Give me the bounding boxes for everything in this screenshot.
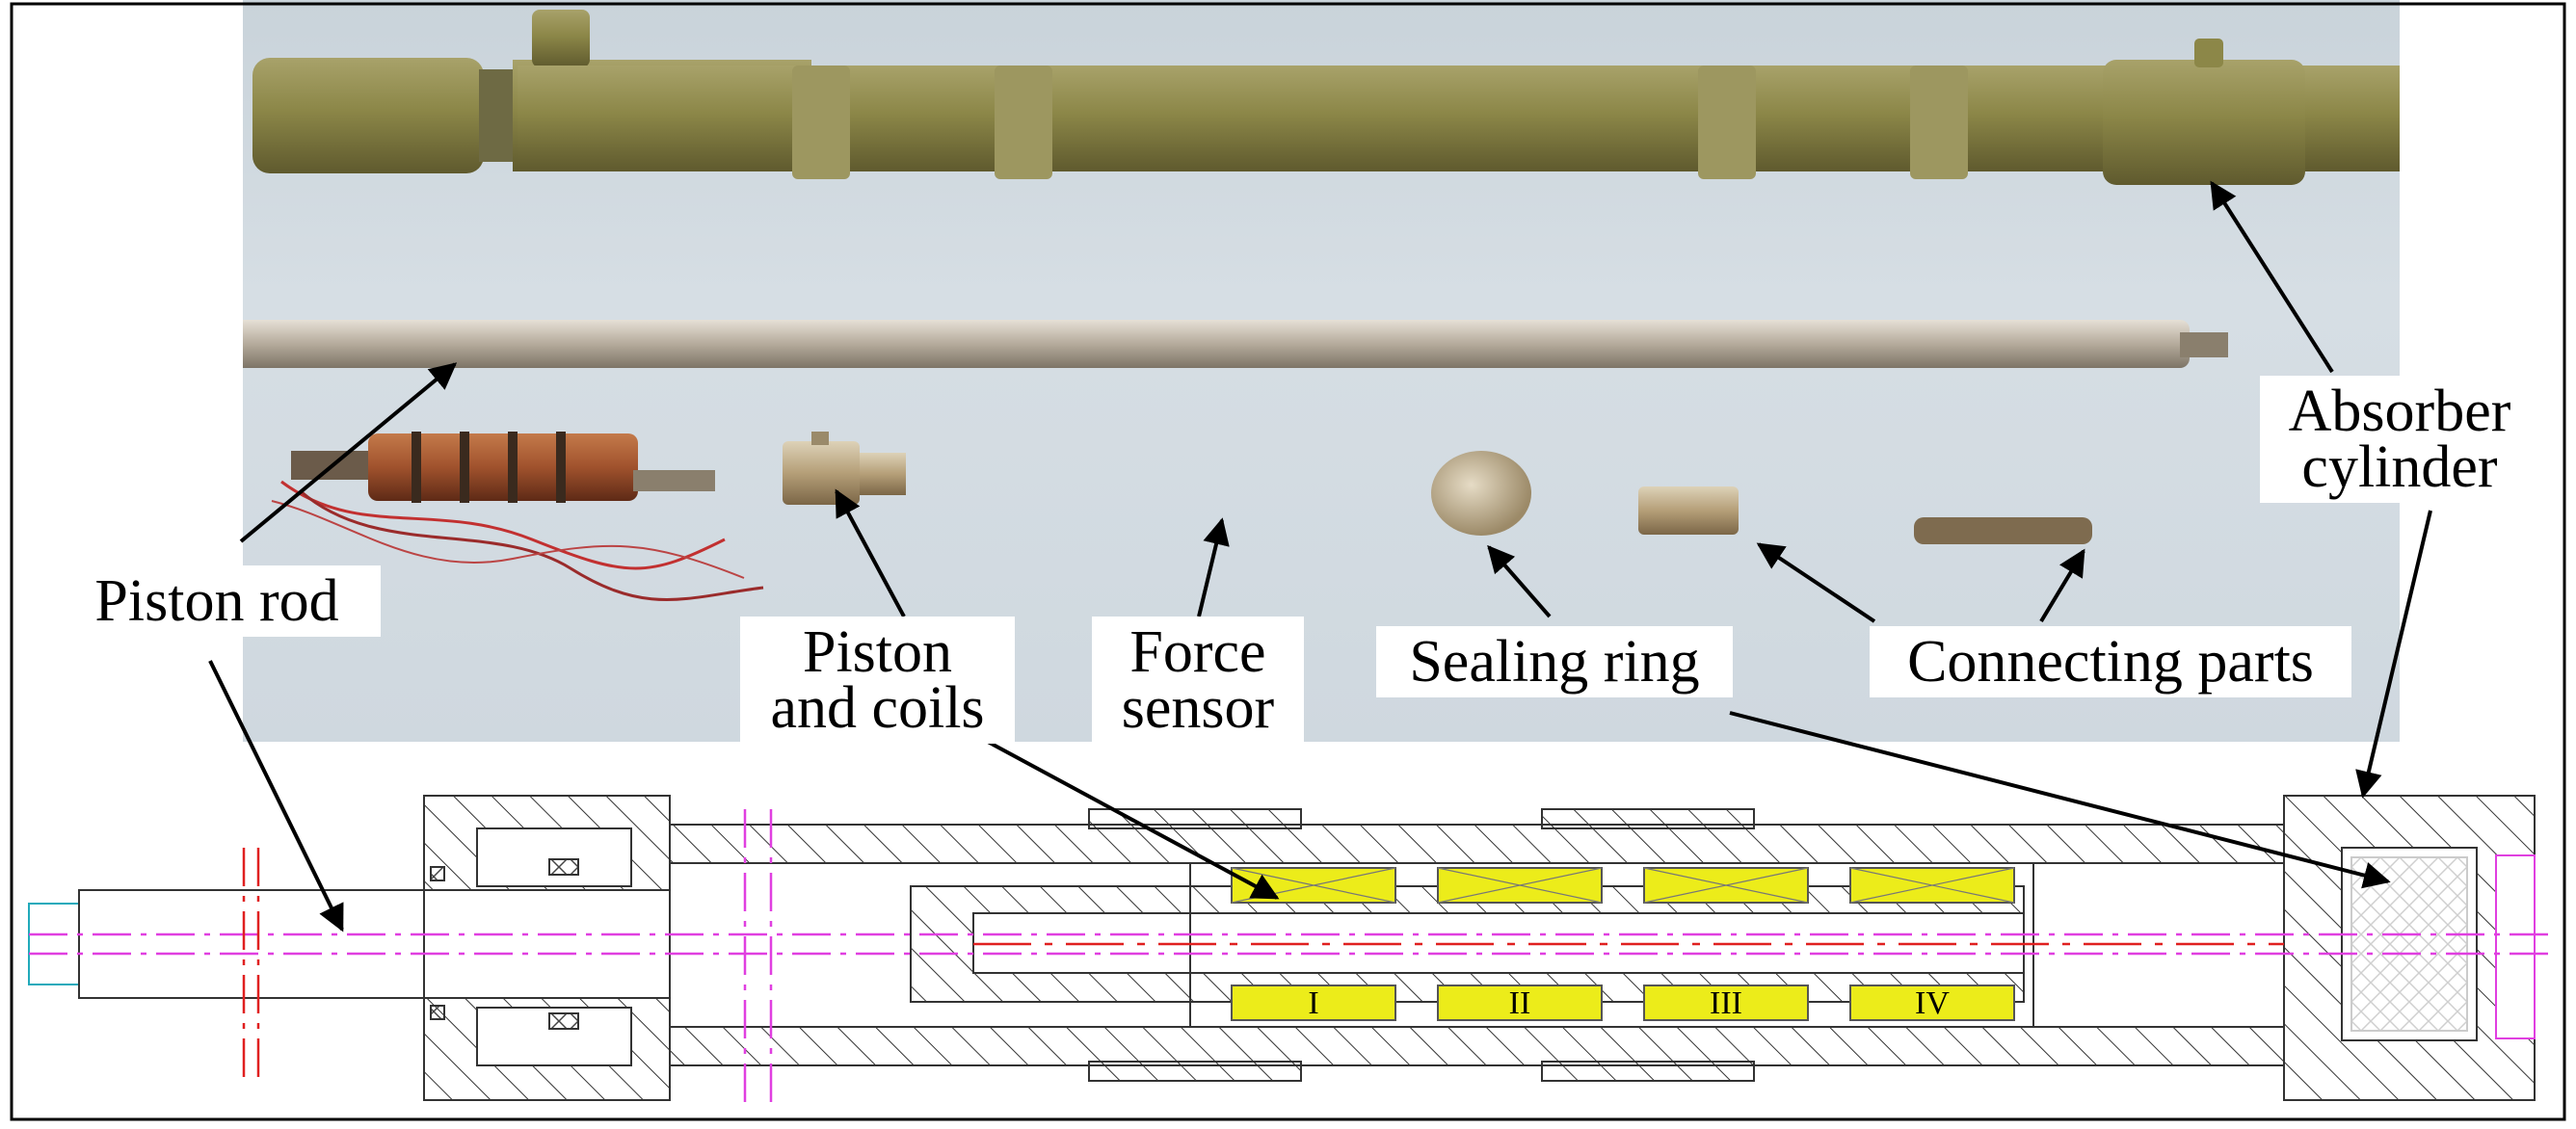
photo-panel — [243, 0, 2400, 742]
arrow-connecting-part-2 — [2039, 548, 2085, 623]
rod-thread — [2180, 332, 2228, 357]
label-piston-and-coils-line1: Piston — [802, 619, 953, 685]
piston-coils-photo — [271, 432, 764, 601]
arrow-force-sensor — [1197, 517, 1230, 617]
centerlines — [29, 809, 2554, 1108]
label-piston-and-coils: Piston and coils — [740, 617, 1015, 744]
arrow-absorber-cylinder-drawing — [2355, 510, 2432, 799]
label-sealing-ring-text: Sealing ring — [1409, 629, 1700, 695]
coil-number-2: II — [1509, 985, 1531, 1021]
label-force-sensor-line2: sensor — [1121, 675, 1275, 741]
label-absorber-cylinder: Absorber cylinder — [2260, 376, 2539, 503]
photo-drawing — [243, 10, 2400, 601]
figure-border — [10, 2, 2566, 1121]
coil-lower-4 — [1849, 985, 2015, 1021]
label-absorber-cylinder-line2: cylinder — [2301, 434, 2498, 500]
coil-number-4: IV — [1915, 985, 1950, 1021]
arrow-absorber-cylinder-photo — [2210, 180, 2334, 374]
connecting-part-2 — [1914, 517, 2092, 544]
label-piston-and-coils-line2: and coils — [770, 675, 985, 741]
coils — [1231, 867, 2015, 1021]
arrow-piston-rod-photo — [239, 362, 458, 543]
label-piston-rod: Piston rod — [53, 565, 381, 637]
piston-rod-photo — [243, 320, 2190, 368]
coil-lower-1 — [1231, 985, 1396, 1021]
arrow-piston-coils-drawing — [987, 740, 1280, 900]
arrow-connecting-part-1 — [1756, 542, 1876, 623]
connecting-part-1 — [1638, 486, 1739, 535]
label-piston-rod-text: Piston rod — [94, 568, 339, 634]
force-sensor-photo — [783, 432, 906, 505]
absorber-cylinder-photo — [252, 10, 2400, 185]
coil-lower-3 — [1643, 985, 1809, 1021]
coil-number-3: III — [1710, 985, 1742, 1021]
label-force-sensor-line1: Force — [1129, 619, 1266, 685]
arrow-piston-coils-photo — [835, 488, 906, 617]
label-connecting-parts-text: Connecting parts — [1907, 629, 2314, 695]
coil-number-1: I — [1308, 985, 1318, 1021]
label-absorber-cylinder-line1: Absorber — [2288, 379, 2511, 444]
arrow-sealing-ring-drawing — [1729, 711, 2391, 889]
arrow-sealing-ring-photo — [1487, 544, 1552, 618]
label-force-sensor: Force sensor — [1092, 617, 1304, 744]
drawing-body — [28, 795, 2536, 1101]
sealing-ring-photo — [1431, 451, 1531, 536]
label-sealing-ring: Sealing ring — [1376, 626, 1733, 697]
label-connecting-parts: Connecting parts — [1870, 626, 2351, 697]
arrow-piston-rod-drawing — [208, 660, 344, 932]
coil-lower-2 — [1437, 985, 1603, 1021]
leader-arrows — [208, 180, 2432, 932]
